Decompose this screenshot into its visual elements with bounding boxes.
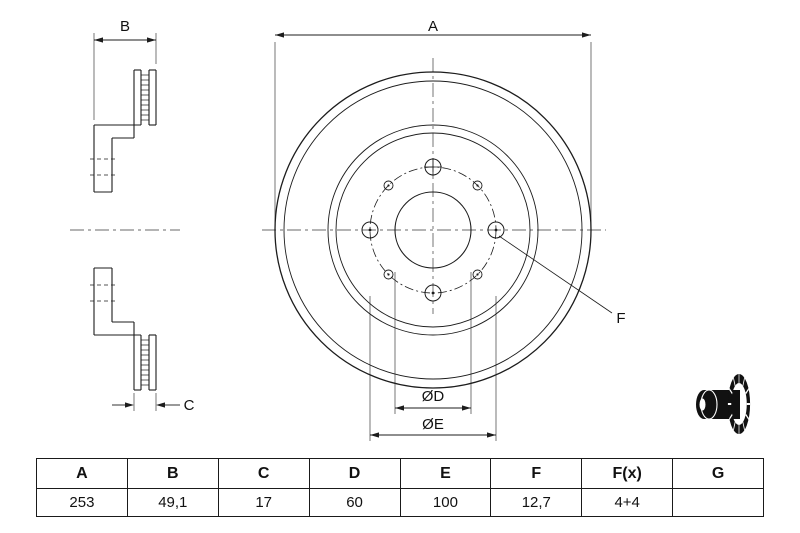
dimension-c: C	[112, 393, 195, 414]
table-value-cell: 12,7	[490, 488, 583, 517]
secondary-hole-center-dots	[387, 184, 479, 276]
arrowhead-icon	[125, 402, 134, 408]
dimension-b: B	[93, 18, 157, 120]
dimension-e-label: ØE	[422, 416, 444, 433]
table-header-cell: F(x)	[581, 458, 674, 489]
table-value-cell	[672, 488, 764, 517]
outer-diameter-circle	[274, 71, 592, 389]
table-header-cell: C	[217, 458, 310, 489]
arrowhead-icon	[156, 402, 165, 408]
dimension-d-label: ØD	[422, 388, 445, 405]
secondary-bolt-holes	[383, 180, 483, 280]
bolt-hole-center-dots	[368, 228, 498, 295]
hat-inner-circle	[335, 132, 531, 328]
table-value-cell: 49,1	[126, 488, 219, 517]
table-header-cell: D	[308, 458, 401, 489]
table-value-cell: 60	[308, 488, 401, 517]
table-header-cell: G	[672, 458, 764, 489]
table-header-cell: E	[399, 458, 492, 489]
arrowhead-icon	[462, 405, 471, 411]
centerlines	[70, 58, 606, 314]
arrowhead-icon	[147, 37, 156, 43]
arrowhead-icon	[582, 32, 591, 38]
dimension-c-label: C	[184, 397, 195, 414]
leader-f: F	[498, 235, 626, 327]
vent-hatch-bottom	[141, 339, 149, 386]
table-header-cell: F	[490, 458, 583, 489]
table-value-cell: 17	[217, 488, 310, 517]
hidden-bolt-hole-lines	[90, 158, 116, 302]
dimension-a-label: A	[428, 18, 438, 35]
center-bore-circle	[394, 191, 472, 269]
table-value-cell: 253	[36, 488, 128, 517]
friction-band-circle	[283, 80, 583, 380]
arrowhead-icon	[487, 432, 496, 438]
dimension-a: A	[274, 18, 592, 226]
table-value-row: 253 49,1 17 60 100 12,7 4+4	[36, 488, 764, 517]
datum-cross-icon	[424, 158, 442, 176]
vent-hatch-top	[141, 74, 149, 121]
dimension-d: ØD	[394, 272, 472, 414]
table-header-cell: A	[36, 458, 128, 489]
table-value-cell: 4+4	[581, 488, 674, 517]
bolt-hole-right	[487, 221, 505, 239]
vented-brake-disc-icon	[696, 374, 751, 434]
table-value-cell: 100	[399, 488, 492, 517]
hat-outer-circle	[327, 124, 539, 336]
dimension-e: ØE	[369, 296, 497, 441]
arrowhead-icon	[94, 37, 103, 43]
dimension-f-label: F	[616, 310, 625, 327]
arrowhead-icon	[275, 32, 284, 38]
dimension-table: A B C D E F F(x) G 253 49,1 17 60 100 12…	[36, 458, 764, 517]
bolt-hole-bottom	[424, 284, 442, 302]
dimension-b-label: B	[120, 18, 130, 35]
front-view	[274, 71, 592, 389]
table-header-row: A B C D E F F(x) G	[36, 458, 764, 489]
bolt-hole-left	[361, 221, 379, 239]
section-view	[90, 69, 157, 391]
brake-disc-drawing: A B C ØD	[70, 18, 751, 441]
arrowhead-icon	[370, 432, 379, 438]
arrowhead-icon	[395, 405, 404, 411]
table-header-cell: B	[126, 458, 219, 489]
